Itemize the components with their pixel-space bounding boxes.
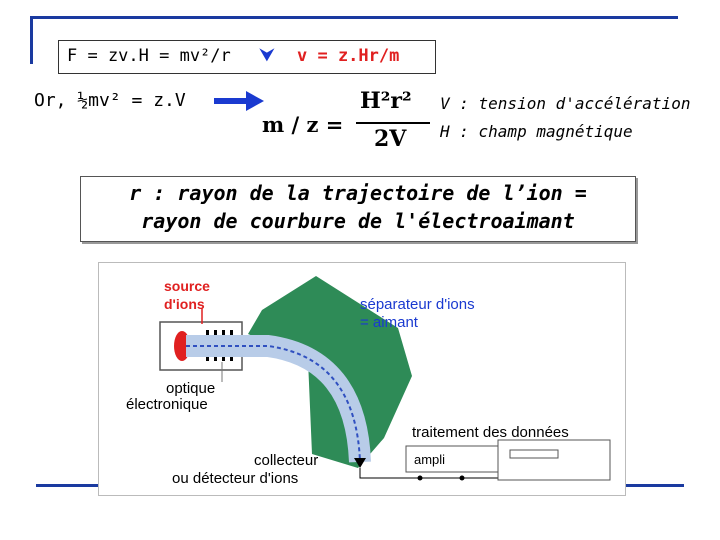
collector-label-2: ou détecteur d'ions [172,470,299,487]
processing-box [497,439,611,481]
source-label-1: source [164,278,210,294]
definition-line-2: rayon de courbure de l'électroaimant [141,209,575,233]
formula-lhs: m / z = [262,112,344,137]
source-label-2: d'ions [164,296,205,312]
arrow-down-icon: ⮟ [259,44,276,66]
definition-line-1: r : rayon de la trajectoire de l’ion = [129,181,587,205]
collector-label-1: collecteur [254,452,319,469]
legend-h: H : champ magnétique [440,122,633,141]
optics-label-1: optique [166,380,216,397]
arrow-right-icon [214,91,264,111]
formula-right: v = z.Hr/m [297,46,400,66]
formula-numerator: H²r² [360,88,412,114]
triangle-down-icon [354,458,366,468]
ampli-label: ampli [414,452,446,467]
separator-label-2: = aimant [360,314,418,331]
fraction-bar [356,122,430,124]
processing-label: traitement des données [412,424,569,441]
ion-beam-path [186,345,361,463]
mass-spectrometer-diagram [159,276,611,481]
legend-v: V : tension d'accélération [440,94,691,113]
formula-denominator: 2V [374,126,407,152]
formula-left: F = zv.H = mv²/r [67,46,231,66]
formula-box: F = zv.H = mv²/r ⮟ v = z.Hr/m [58,40,436,74]
top-rule [30,16,678,19]
separator-label-1: séparateur d'ions [360,296,475,313]
left-rule [30,16,33,64]
kinetic-energy-equation: Or, ½mv² = z.V [34,90,186,111]
ampli-box [405,445,501,473]
optics-label-2: électronique [126,396,208,413]
definition-box: r : rayon de la trajectoire de l’ion = r… [80,176,636,242]
